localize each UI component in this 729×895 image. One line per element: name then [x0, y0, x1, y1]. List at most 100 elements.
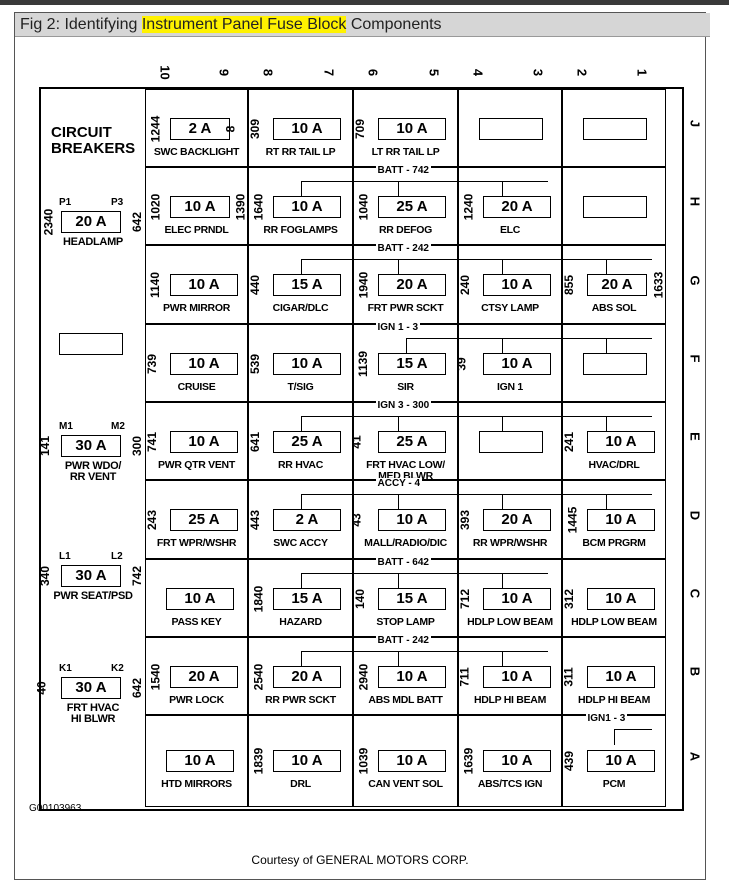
breaker-rating: 30 A: [61, 677, 121, 699]
breaker-rating: 30 A: [61, 565, 121, 587]
fuse-cell: [458, 89, 562, 167]
fuse-rating: 25 A: [378, 431, 446, 453]
column-label: 9: [216, 68, 232, 77]
fuse-label: FRT HVAC LOW/ MED BLWR: [366, 459, 445, 482]
figure-frame: Fig 2: Identifying Instrument Panel Fuse…: [14, 12, 710, 880]
fuse-circuit-number: 711: [457, 667, 472, 687]
bus-feed-label: BATT - 242: [375, 635, 431, 646]
breaker-rating: 30 A: [61, 435, 121, 457]
fuse-rating: 20 A: [483, 509, 551, 531]
breaker-circuit-number: 2340: [41, 208, 56, 236]
column-label: 6: [365, 68, 381, 77]
column-label: 7: [321, 68, 337, 77]
fuse-rating: 10 A: [170, 274, 238, 296]
fuse-label: RR FOGLAMPS: [263, 224, 338, 236]
fuse-circuit-number: 240: [458, 274, 473, 296]
fuse-label: CTSY LAMP: [481, 302, 539, 314]
fuse-circuit-number: 712: [458, 588, 473, 610]
breaker-circuit-number: 300: [130, 435, 145, 457]
fuse-label: CAN VENT SOL: [368, 778, 443, 790]
breaker-circuit-number: 141: [38, 435, 53, 457]
fuse-circuit-number: 1840: [251, 585, 266, 613]
fuse-circuit-number: 8: [223, 125, 238, 133]
fuse-circuit-number: 140: [353, 588, 368, 610]
bus-feed-label: ACCY - 4: [375, 478, 423, 489]
fuse-label: SWC BACKLIGHT: [153, 146, 240, 158]
bus-drop: [614, 729, 615, 745]
breaker-terminal: K2: [111, 663, 124, 674]
fuse-label: BCM PRGRM: [582, 537, 646, 549]
fuse-rating: 10 A: [483, 274, 551, 296]
empty-fuse-slot: [583, 118, 647, 140]
fuse-rating: 25 A: [378, 196, 446, 218]
fuse-label: HAZARD: [279, 616, 322, 628]
fuse-circuit-number: 1390: [233, 193, 248, 221]
bus-drop: [300, 416, 302, 432]
fuse-circuit-number: 1039: [356, 747, 371, 775]
figure-id: G00103963: [29, 803, 82, 814]
fuse-label: ABS MDL BATT: [368, 694, 443, 706]
fuse-rating: 10 A: [170, 353, 238, 375]
fuse-rating: 10 A: [587, 431, 655, 453]
fuse-circuit-number: 1639: [461, 747, 476, 775]
fuse-rating: 20 A: [273, 666, 341, 688]
bus-feed-label: BATT - 242: [375, 243, 431, 254]
figure-caption: Fig 2: Identifying Instrument Panel Fuse…: [15, 13, 710, 37]
fuse-rating: 10 A: [170, 431, 238, 453]
fuse-rating: 10 A: [483, 750, 551, 772]
fuse-label: SWC ACCY: [273, 537, 328, 549]
fuse-circuit-number: 1839: [251, 747, 266, 775]
bus-drop: [397, 494, 399, 510]
bus-drop: [606, 494, 607, 510]
breaker-circuit-number: 742: [130, 565, 145, 587]
column-label: 4: [470, 68, 486, 77]
fuse-rating: 10 A: [166, 750, 234, 772]
fuse-cell: [562, 167, 666, 245]
fuse-rating: 15 A: [273, 274, 341, 296]
fuse-circuit-number: 309: [248, 118, 263, 140]
bus-feed-label: IGN 3 - 300: [375, 400, 432, 411]
bus-line: [300, 259, 652, 260]
fuse-circuit-number: 1540: [148, 663, 163, 691]
fuse-label: SIR: [397, 381, 414, 393]
fuse-label: CIGAR/DLC: [272, 302, 329, 314]
fuse-label: LT RR TAIL LP: [371, 146, 440, 158]
fuse-circuit-number: 2540: [251, 663, 266, 691]
spare-breaker-slot: [59, 333, 123, 355]
fuse-circuit-number: 311: [561, 667, 576, 687]
caption-prefix: Fig 2: Identifying: [20, 16, 142, 33]
fuse-label: HVAC/DRL: [588, 459, 640, 471]
fuse-circuit-number: 1040: [356, 193, 371, 221]
bus-drop: [300, 651, 302, 667]
fuse-rating: 10 A: [587, 509, 655, 531]
fuse-label: HDLP HI BEAM: [577, 694, 651, 706]
bus-line: [405, 338, 652, 339]
fuse-circuit-number: 393: [458, 509, 473, 531]
bus-drop: [397, 651, 399, 667]
bus-drop: [405, 338, 407, 354]
fuse-circuit-number: 1020: [148, 193, 163, 221]
row-label: J: [687, 119, 703, 128]
bus-drop: [502, 494, 503, 510]
breaker-terminal: P1: [59, 197, 72, 208]
fuse-circuit-number: 709: [353, 118, 368, 140]
fuse-rating: 10 A: [378, 666, 446, 688]
bus-line: [614, 729, 652, 730]
